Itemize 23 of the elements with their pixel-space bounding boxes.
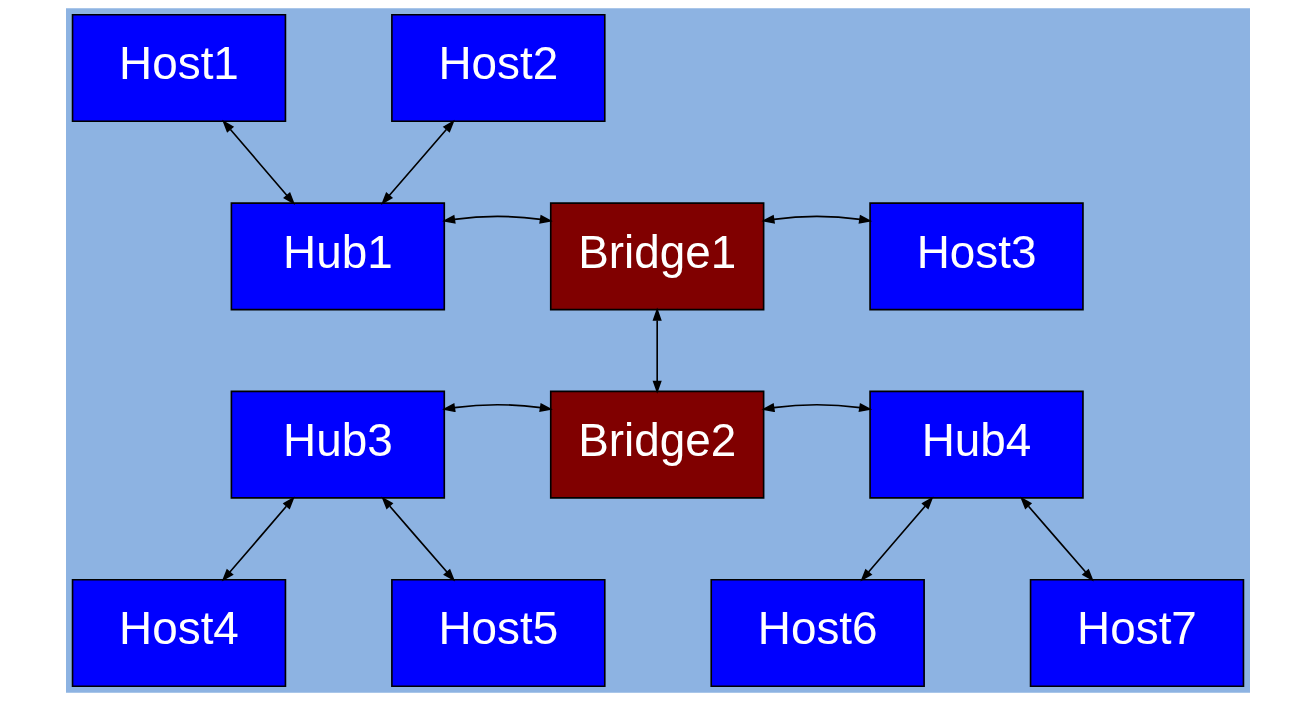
arrow <box>652 307 662 394</box>
node-box: Host5 <box>391 578 606 688</box>
arrow <box>221 496 295 582</box>
node-box: Host3 <box>869 202 1084 311</box>
node-box: Hub4 <box>869 390 1084 499</box>
node-box: Host1 <box>71 13 287 123</box>
arrow <box>860 496 934 582</box>
arrow <box>761 403 873 413</box>
node-box: Bridge2 <box>549 390 765 499</box>
arrow <box>442 403 553 413</box>
arrow <box>381 496 456 582</box>
arrow <box>222 119 296 205</box>
arrow <box>381 119 455 205</box>
arrow <box>761 214 873 224</box>
node-box: Host7 <box>1029 578 1245 688</box>
arrow <box>1020 496 1094 582</box>
node-box: Host6 <box>710 578 925 688</box>
node-box: Hub3 <box>230 390 446 499</box>
node-box: Host2 <box>391 13 606 123</box>
node-box: Hub1 <box>230 202 446 311</box>
node-box: Host4 <box>71 578 287 688</box>
arrow <box>442 214 553 224</box>
node-box: Bridge1 <box>549 202 765 311</box>
